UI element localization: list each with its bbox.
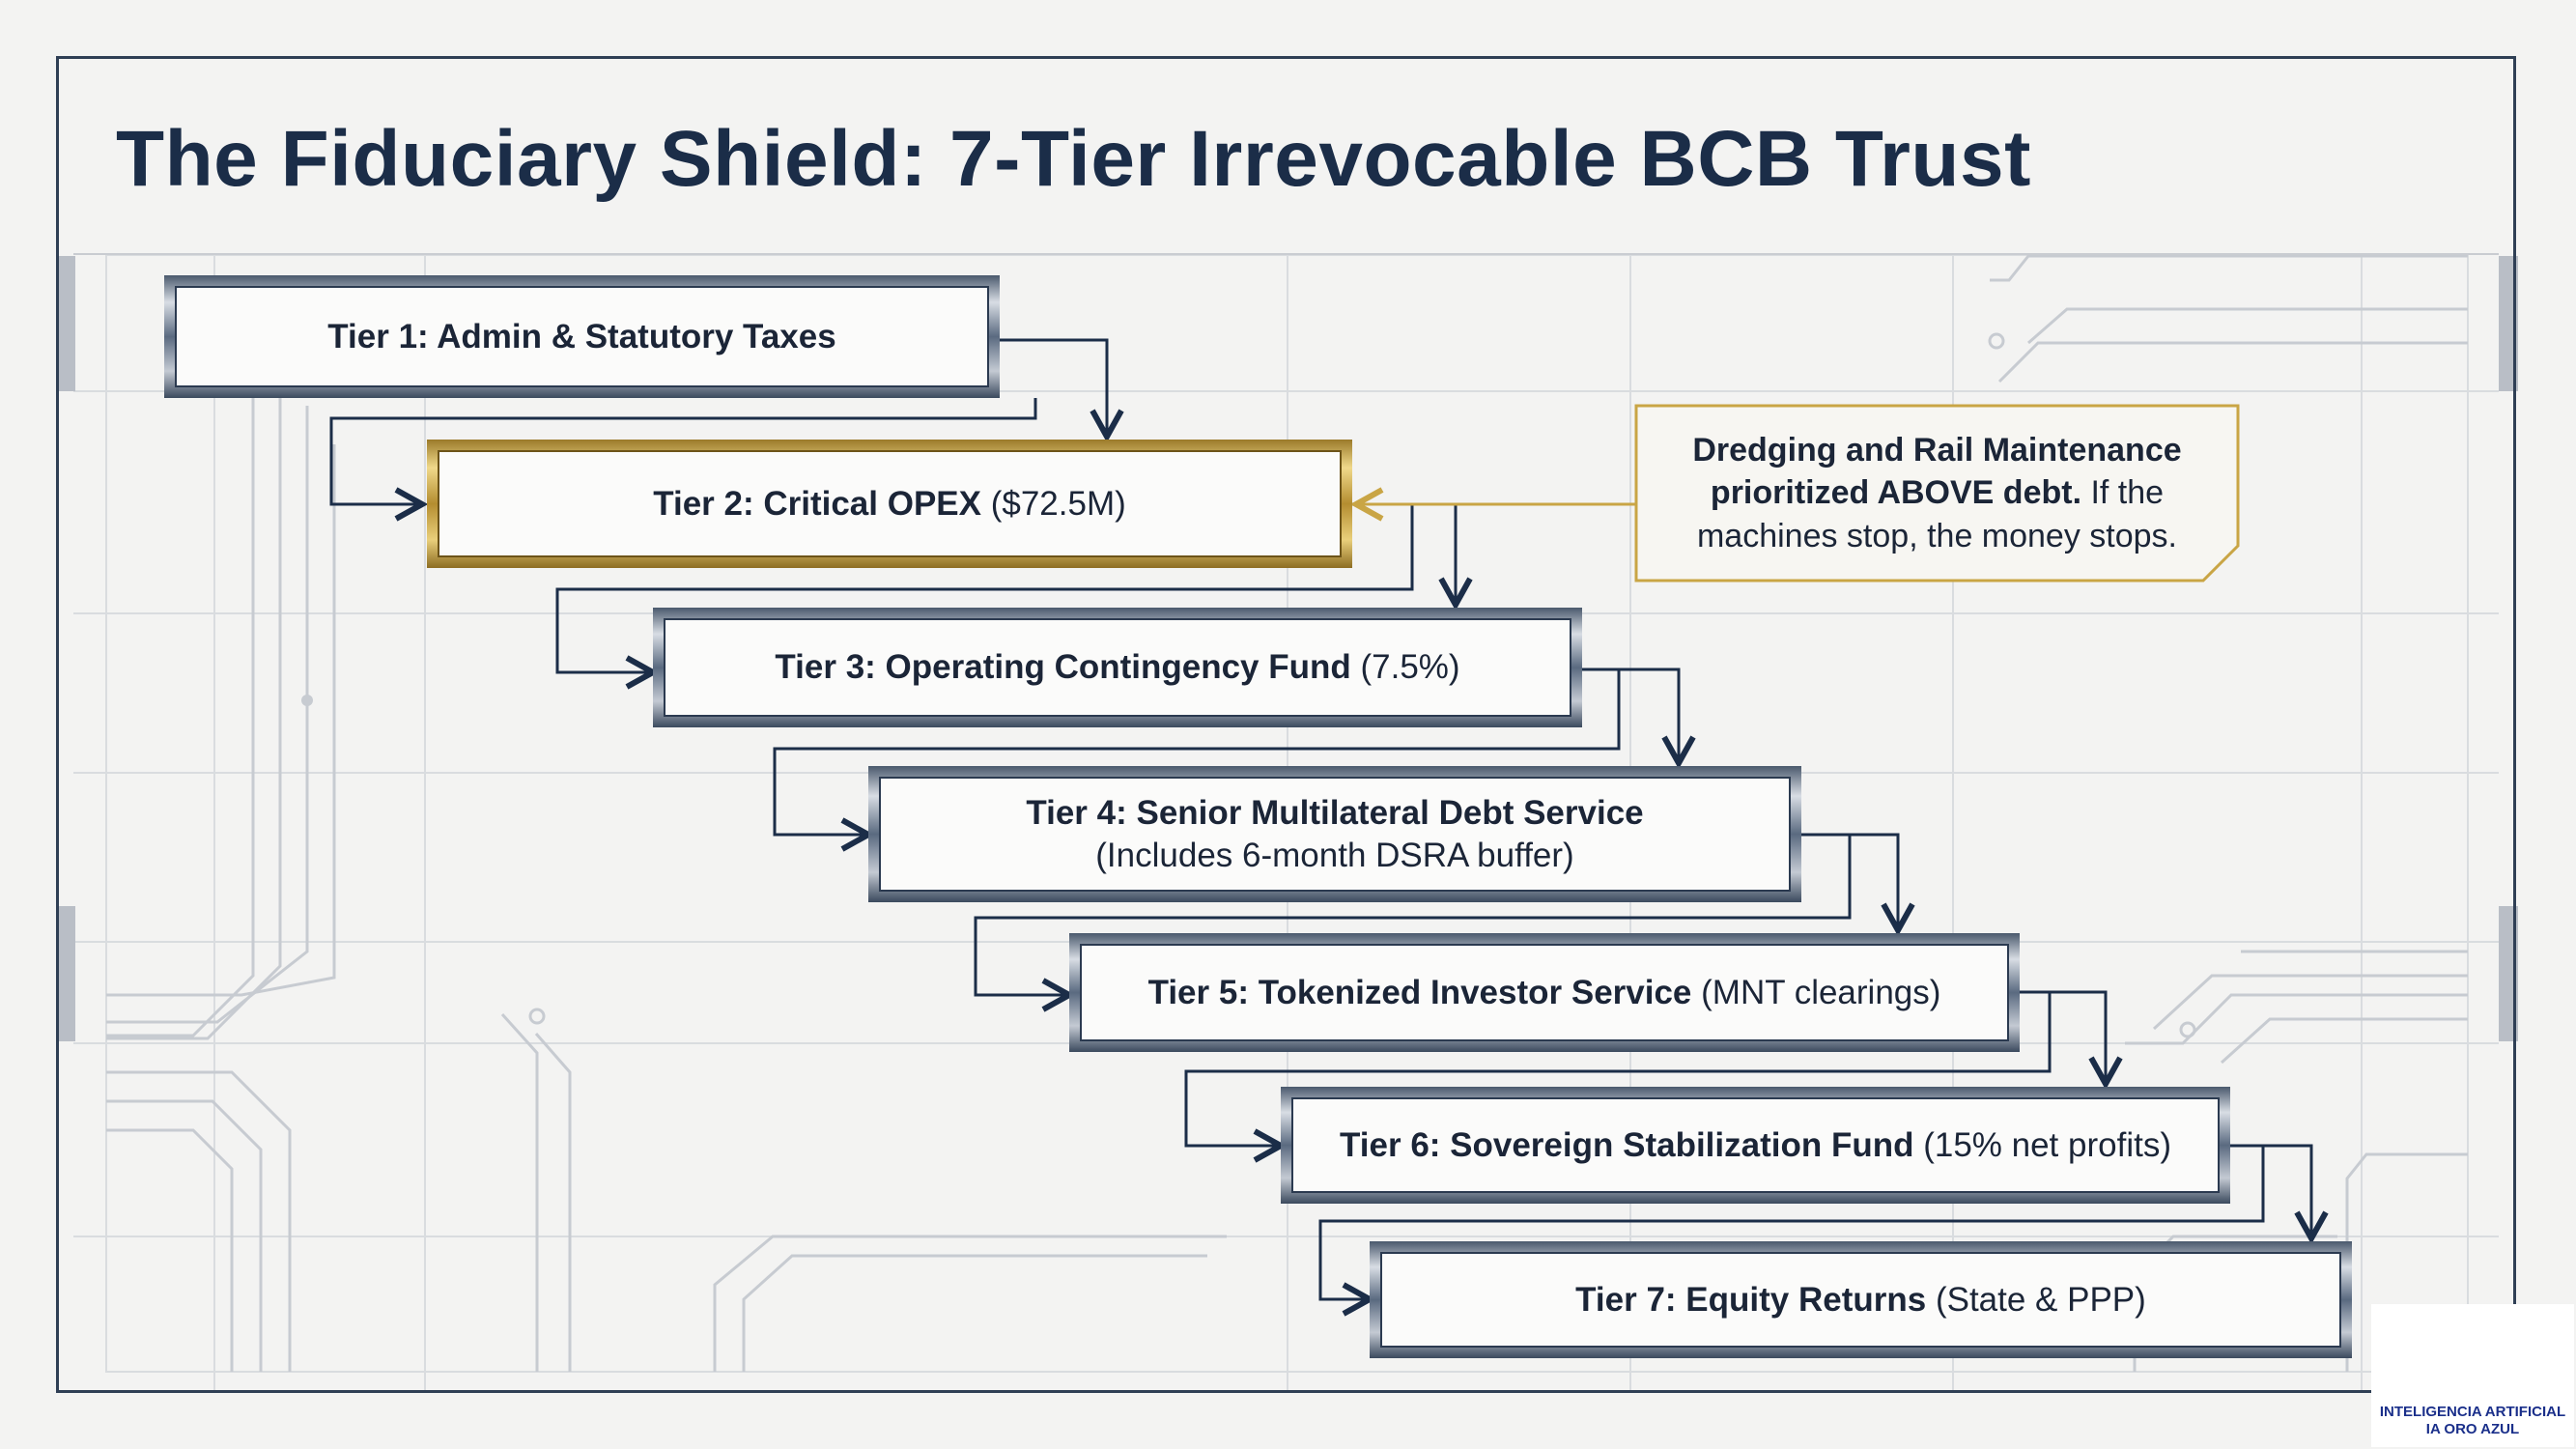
tier-1-label: Tier 1: Admin & Statutory Taxes [327,317,836,355]
tier-4-detail: (Includes 6-month DSRA buffer) [1095,836,1574,874]
connector-1-2-down [997,338,1107,437]
page-title: The Fiduciary Shield: 7-Tier Irrevocable… [116,115,2031,203]
tier-6-detail: (15% net profits) [1913,1125,2171,1164]
logo-line-2: IA ORO AZUL [2425,1421,2520,1437]
tier-1-box: Tier 1: Admin & Statutory Taxes [164,275,1000,398]
tier-6-label: Tier 6: Sovereign Stabilization Fund [1340,1125,1914,1164]
callout-line-3: machines stop, the money stops. [1696,517,2178,554]
logo-badge: INTELIGENCIA ARTIFICIAL IA ORO AZUL [2371,1304,2574,1447]
tier-6-box: Tier 6: Sovereign Stabilization Fund (15… [1281,1087,2230,1204]
title-band [73,73,2499,255]
tier-5-box: Tier 5: Tokenized Investor Service (MNT … [1069,933,2020,1052]
outer-frame [56,56,2516,1393]
callout-note: Dredging and Rail Maintenance prioritize… [1636,406,2238,581]
circuit-nodes [301,332,2196,1038]
tier-3-detail: (7.5%) [1350,648,1460,687]
tier-4-box: Tier 4: Senior Multilateral Debt Service… [868,766,1801,902]
callout-line-1: Dredging and Rail Maintenance [1692,432,2182,469]
tier-5-label: Tier 5: Tokenized Investor Service [1147,973,1692,1011]
tier-7-box: Tier 7: Equity Returns (State & PPP) [1370,1241,2352,1358]
tier-3-label: Tier 3: Operating Contingency Fund [775,648,1351,687]
connector-2-3-loop [555,504,1414,672]
connector-4-5-down [1801,833,1898,930]
connector-1-2-loop [329,398,1037,504]
callout-outline [1634,404,2240,582]
tier-5-detail: (MNT clearings) [1691,973,1941,1011]
connector-4-5-loop [974,835,1852,995]
tier-4-label: Tier 4: Senior Multilateral Debt Service [1026,793,1644,832]
tier-2-box: Tier 2: Critical OPEX ($72.5M) [427,440,1352,568]
connector-5-6-loop [1184,992,2052,1146]
tier-connectors [329,338,2311,1299]
connector-3-4-loop [773,669,1621,835]
connector-6-7-down [2227,1144,2311,1238]
circuit-traces [106,254,2468,1372]
tier-7-label: Tier 7: Equity Returns [1575,1280,1927,1319]
connector-3-4-down [1580,668,1679,763]
tier-2-detail: ($72.5M) [980,484,1126,523]
tier-3-box: Tier 3: Operating Contingency Fund (7.5%… [653,608,1582,727]
connector-6-7-loop [1318,1146,2265,1299]
callout-line-2-rest: If the [2081,474,2165,512]
callout-line-2-bold: prioritized ABOVE debt. [1710,474,2082,512]
tier-2-label: Tier 2: Critical OPEX [653,484,981,523]
tier-7-detail: (State & PPP) [1926,1280,2146,1319]
logo-line-1: INTELIGENCIA ARTIFICIAL [2379,1404,2566,1420]
connector-5-6-down [2018,990,2106,1084]
